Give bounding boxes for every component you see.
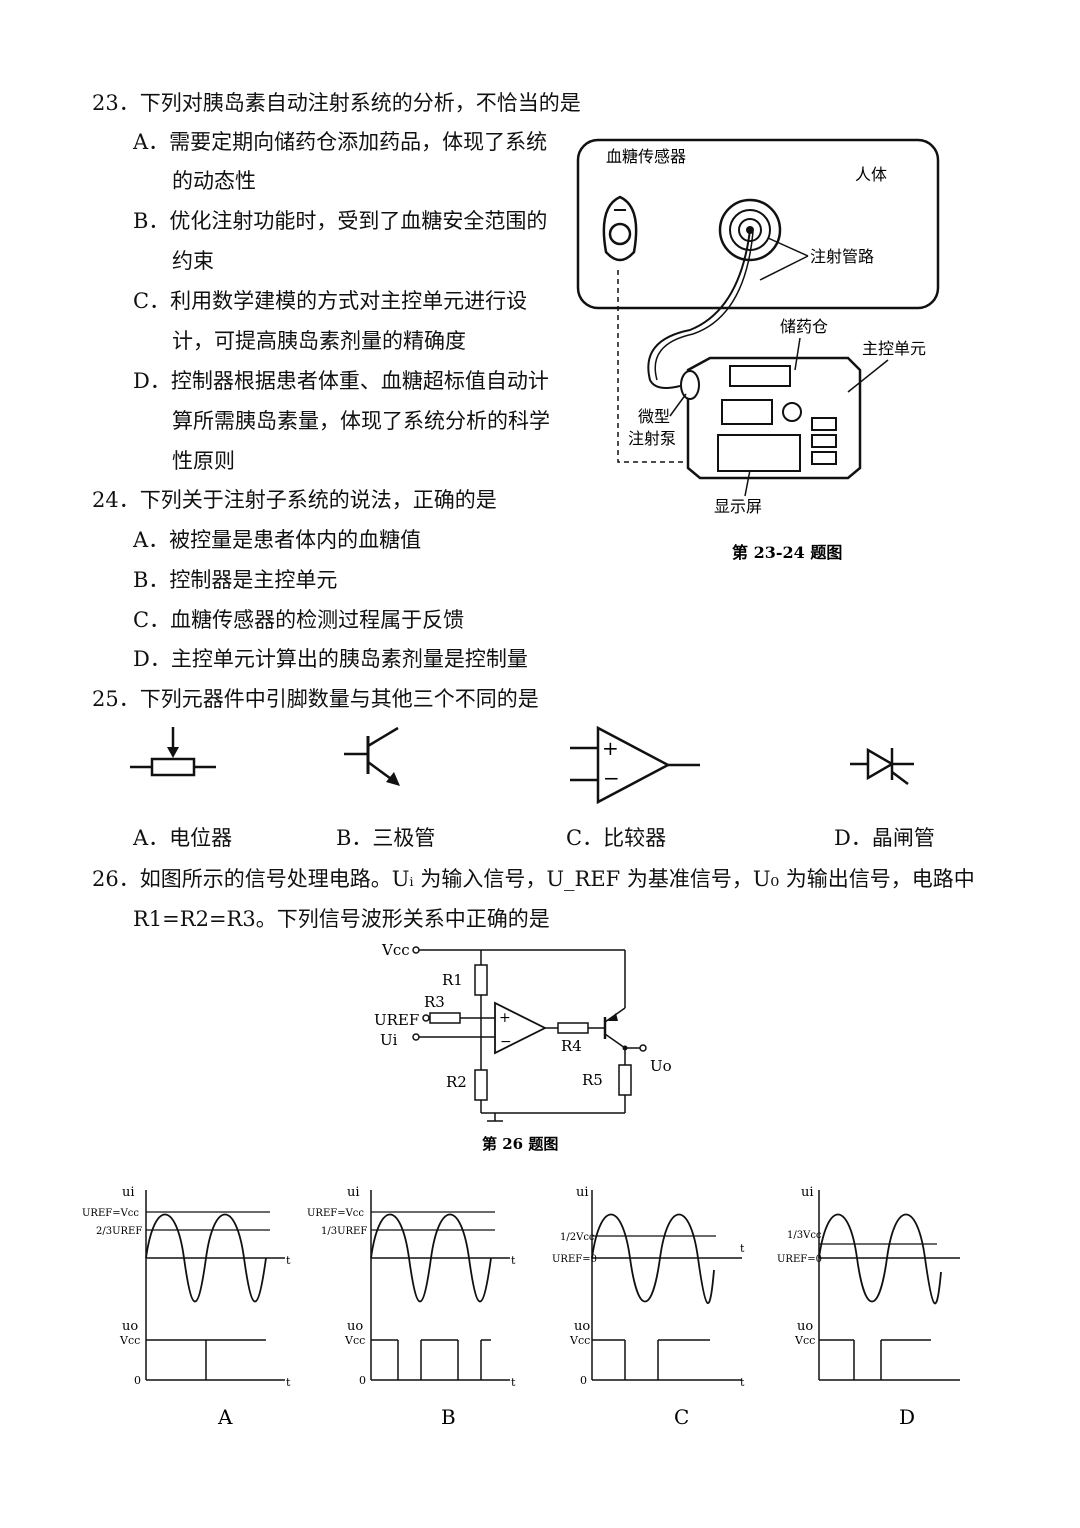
comparator-plus: + xyxy=(602,736,619,760)
q23-option-a-cont: 的动态性 xyxy=(172,169,256,193)
r5-label: R5 xyxy=(582,1071,603,1089)
r1-label: R1 xyxy=(442,971,463,989)
wave-b-ui-label: ui xyxy=(347,1185,360,1200)
wave-a-zero: 0 xyxy=(134,1374,141,1387)
q23-option-d: D．控制器根据患者体重、血糖超标值自动计 xyxy=(133,369,549,393)
q25-option-c: C．比较器 xyxy=(566,826,667,850)
wave-c-option-label: C xyxy=(674,1405,689,1429)
q23-option-a: A．需要定期向储药仓添加药品，体现了系统 xyxy=(133,130,548,154)
r4-label: R4 xyxy=(561,1037,582,1055)
comparator-minus: − xyxy=(603,766,620,790)
wave-c-zero: 0 xyxy=(580,1374,587,1387)
wave-b-uo-label: uo xyxy=(347,1319,363,1334)
screen-label: 显示屏 xyxy=(714,497,762,516)
wave-b-t-top: t xyxy=(511,1254,516,1267)
q23-option-c: C．利用数学建模的方式对主控单元进行设 xyxy=(133,289,528,313)
comparator-symbol: + − xyxy=(570,725,700,805)
human-body-box xyxy=(576,138,940,310)
wave-panel-d: ui 1/3Vcc UREF=0 uo Vcc D xyxy=(777,1185,960,1429)
wave-a-t-top: t xyxy=(286,1254,291,1267)
fig2324-caption: 第 23-24 题图 xyxy=(732,543,842,562)
wave-b-t-bottom: t xyxy=(511,1376,516,1389)
uref-label: UREF xyxy=(374,1011,419,1029)
q24-option-a: A．被控量是患者体内的血糖值 xyxy=(133,528,422,552)
wave-b-level-2: 1/3UREF xyxy=(321,1226,367,1237)
wave-c-t-top: t xyxy=(740,1242,745,1255)
wave-a-vcc: Vcc xyxy=(119,1334,140,1347)
vcc-label: Vcc xyxy=(381,941,410,959)
wave-b-zero: 0 xyxy=(359,1374,366,1387)
pump-label-line2: 注射泵 xyxy=(628,429,676,448)
resistor-r1 xyxy=(474,964,488,996)
q23-stem: 23．下列对胰岛素自动注射系统的分析，不恰当的是 xyxy=(92,91,581,115)
wave-a-uo-label: uo xyxy=(122,1319,138,1334)
uo-label: Uo xyxy=(650,1057,672,1075)
sensor-label: 血糖传感器 xyxy=(606,147,686,166)
wave-panel-a: ui UREF=Vcc 2/3UREF t uo Vcc 0 t A xyxy=(82,1185,291,1429)
pump-label-line1: 微型 xyxy=(638,407,670,426)
q23-option-c-cont: 计，可提高胰岛素剂量的精确度 xyxy=(172,329,466,353)
pipe-label: 注射管路 xyxy=(810,247,874,266)
resistor-r3 xyxy=(429,1012,461,1024)
wave-a-ui-label: ui xyxy=(122,1185,135,1200)
q23-option-b: B．优化注射功能时，受到了血糖安全范围的 xyxy=(133,209,548,233)
q25-option-b: B．三极管 xyxy=(336,826,436,850)
wave-b-option-label: B xyxy=(441,1405,456,1429)
potentiometer-symbol xyxy=(130,727,216,777)
wave-c-ui-label: ui xyxy=(576,1185,589,1200)
thyristor-symbol xyxy=(850,747,914,785)
wave-d-vcc: Vcc xyxy=(794,1334,815,1347)
wave-a-option-label: A xyxy=(217,1405,233,1429)
wave-c-level-1: 1/2Vcc xyxy=(560,1232,595,1243)
opamp-minus: − xyxy=(500,1034,512,1050)
wave-d-level-2: UREF=0 xyxy=(777,1254,822,1265)
transistor-symbol xyxy=(344,726,400,786)
q24-stem: 24．下列关于注射子系统的说法，正确的是 xyxy=(92,488,497,512)
main-control-device xyxy=(680,356,862,480)
q23-option-b-cont: 约束 xyxy=(172,249,214,273)
wave-d-level-1: 1/3Vcc xyxy=(787,1230,822,1241)
q25-option-a: A．电位器 xyxy=(133,826,233,850)
wave-d-uo-label: uo xyxy=(797,1319,813,1334)
wave-c-level-2: UREF=0 xyxy=(552,1254,597,1265)
wave-panel-b: ui UREF=Vcc 1/3UREF t uo Vcc 0 t B xyxy=(307,1185,516,1429)
wave-d-ui-label: ui xyxy=(801,1185,814,1200)
wave-c-t-bottom: t xyxy=(740,1376,745,1389)
q24-option-b: B．控制器是主控单元 xyxy=(133,568,338,592)
wave-a-t-bottom: t xyxy=(286,1376,291,1389)
main-unit-label: 主控单元 xyxy=(862,339,926,358)
r3-label: R3 xyxy=(424,993,445,1011)
blood-sugar-sensor-icon xyxy=(602,195,638,262)
circuit-caption: 第 26 题图 xyxy=(482,1135,558,1153)
q25-option-d: D．晶闸管 xyxy=(834,826,935,850)
wave-a-level-2: 2/3UREF xyxy=(96,1226,142,1237)
r2-label: R2 xyxy=(446,1073,467,1091)
resistor-r5 xyxy=(618,1064,632,1096)
op-amp xyxy=(494,1001,548,1055)
wave-c-uo-label: uo xyxy=(574,1319,590,1334)
storage-label: 储药仓 xyxy=(780,317,828,336)
q23-option-d-cont2: 性原则 xyxy=(172,449,235,473)
opamp-plus: + xyxy=(499,1010,511,1026)
wave-d-option-label: D xyxy=(899,1405,915,1429)
wave-b-level-1: UREF=Vcc xyxy=(307,1208,364,1219)
q26-stem-line1: 26．如图所示的信号处理电路。Uᵢ 为输入信号，U_REF 为基准信号，U₀ 为… xyxy=(92,867,975,891)
wave-a-level-1: UREF=Vcc xyxy=(82,1208,139,1219)
ui-label: Ui xyxy=(380,1031,398,1049)
body-label: 人体 xyxy=(855,165,887,184)
resistor-r2 xyxy=(474,1069,488,1101)
figure-23-24: 血糖传感器 人体 注射管路 储药仓 主控单元 微型 注射泵 显示屏 第 23-2… xyxy=(576,138,940,562)
q23-option-d-cont: 算所需胰岛素量，体现了系统分析的科学 xyxy=(172,409,550,433)
q26-stem-line2: R1=R2=R3。下列信号波形关系中正确的是 xyxy=(133,907,550,931)
q24-option-c: C．血糖传感器的检测过程属于反馈 xyxy=(133,608,465,632)
circuit-diagram: Vcc R1 UREF R3 Ui + − R2 R4 Uo R5 第 26 题… xyxy=(374,941,672,1153)
wave-panel-c: ui 1/2Vcc UREF=0 t uo Vcc 0 t C xyxy=(552,1185,745,1429)
wave-c-vcc: Vcc xyxy=(569,1334,590,1347)
resistor-r4 xyxy=(557,1022,589,1034)
wave-b-vcc: Vcc xyxy=(344,1334,365,1347)
q25-stem: 25．下列元器件中引脚数量与其他三个不同的是 xyxy=(92,687,539,711)
q24-option-d: D．主控单元计算出的胰岛素剂量是控制量 xyxy=(133,647,528,671)
